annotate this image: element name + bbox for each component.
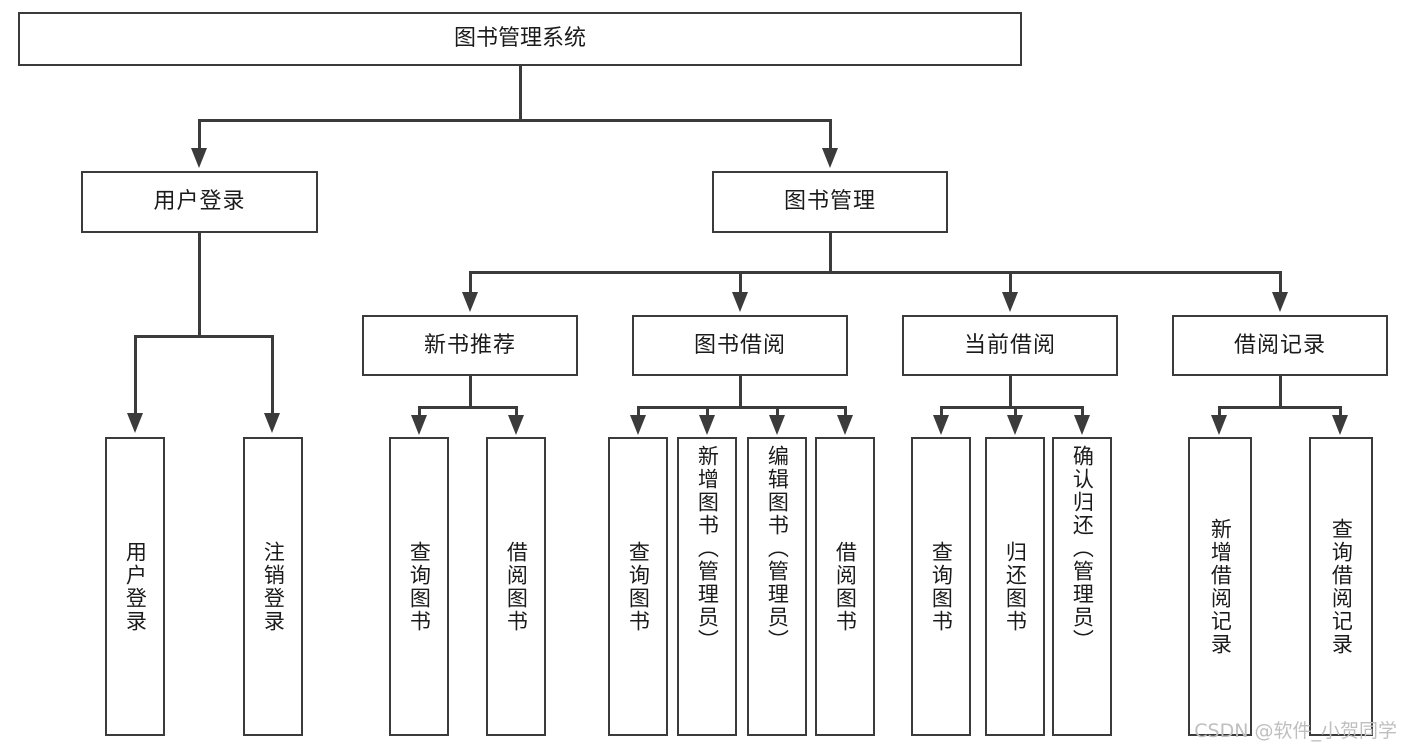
node-book-management[interactable]: 图书管理 (712, 171, 948, 233)
node-label: 用户登录 (153, 189, 246, 215)
connector-book-management-bus (469, 271, 1281, 274)
arrowhead-leaf-confirm-return (1074, 415, 1090, 435)
connector-to-leaf-return-book (1014, 406, 1017, 418)
node-label: 借阅记录 (1233, 332, 1326, 358)
node-leaf-query-borrow-record[interactable]: 查询借阅记录 (1309, 437, 1373, 736)
connector-book-borrow-stem (739, 376, 742, 408)
arrowhead-book-borrow (732, 292, 748, 312)
arrowhead-current-borrow (1002, 292, 1018, 312)
arrowhead-leaf-query-book-2 (630, 415, 646, 435)
arrowhead-leaf-user-logout (264, 413, 280, 433)
connector-to-leaf-edit-book (776, 406, 779, 418)
connector-user-login-stem (198, 233, 201, 337)
connector-to-leaf-add-record (1218, 406, 1221, 418)
node-label: 图书管理 (783, 189, 876, 215)
connector-to-leaf-user-login (134, 335, 137, 415)
node-label: 新增图书（管理员） (695, 445, 720, 652)
connector-to-book-borrow (739, 271, 742, 294)
arrowhead-new-book-recommend (462, 292, 478, 312)
connector-to-leaf-confirm-return (1081, 406, 1084, 418)
node-leaf-query-book-borrow[interactable]: 查询图书 (608, 437, 668, 736)
connector-to-leaf-query-book-1 (418, 406, 421, 418)
connector-to-leaf-borrow-book-1 (515, 406, 518, 418)
node-label: 查询图书 (407, 540, 432, 633)
connector-book-management-stem (829, 233, 832, 273)
node-new-book-recommend[interactable]: 新书推荐 (362, 315, 578, 376)
connector-to-leaf-query-record (1339, 406, 1342, 418)
node-leaf-edit-book-admin[interactable]: 编辑图书（管理员） (747, 437, 807, 736)
arrowhead-leaf-borrow-book-2 (837, 415, 853, 435)
node-label: 用户登录 (123, 540, 148, 633)
node-label: 确认归还（管理员） (1070, 445, 1095, 652)
connector-to-leaf-borrow-book-2 (844, 406, 847, 418)
node-label: 图书管理系统 (453, 26, 586, 52)
node-leaf-query-book-current[interactable]: 查询图书 (911, 437, 971, 736)
connector-user-login-bus (134, 335, 273, 338)
connector-to-borrow-record (1279, 271, 1282, 294)
connector-current-borrow-bus (940, 406, 1082, 409)
connector-borrow-record-stem (1279, 376, 1282, 408)
node-leaf-user-login[interactable]: 用户登录 (105, 437, 165, 736)
node-label: 注销登录 (261, 540, 286, 633)
node-book-borrow[interactable]: 图书借阅 (632, 315, 848, 376)
node-label: 新增借阅记录 (1208, 517, 1233, 656)
connector-to-new-book-recommend (469, 271, 472, 294)
node-label: 查询图书 (626, 540, 651, 633)
connector-to-user-login (198, 119, 201, 151)
node-leaf-query-book-recommend[interactable]: 查询图书 (389, 437, 449, 736)
connector-book-borrow-bus (637, 406, 845, 409)
arrowhead-leaf-edit-book (769, 415, 785, 435)
connector-new-book-recommend-stem (469, 376, 472, 408)
connector-to-leaf-add-book (706, 406, 709, 418)
arrowhead-leaf-borrow-book-1 (508, 415, 524, 435)
arrowhead-leaf-query-book-1 (411, 415, 427, 435)
arrowhead-leaf-return-book (1007, 415, 1023, 435)
node-label: 图书借阅 (693, 332, 786, 358)
node-leaf-add-borrow-record[interactable]: 新增借阅记录 (1188, 437, 1252, 736)
node-book-management-system[interactable]: 图书管理系统 (18, 12, 1022, 66)
node-user-login[interactable]: 用户登录 (81, 171, 318, 233)
arrowhead-user-login (191, 148, 207, 168)
arrowhead-leaf-query-record (1332, 415, 1348, 435)
arrowhead-borrow-record (1272, 292, 1288, 312)
node-leaf-add-book-admin[interactable]: 新增图书（管理员） (677, 437, 737, 736)
node-leaf-borrow-book-recommend[interactable]: 借阅图书 (486, 437, 546, 736)
node-label: 当前借阅 (963, 332, 1056, 358)
node-leaf-return-book[interactable]: 归还图书 (985, 437, 1045, 736)
node-label: 借阅图书 (833, 540, 858, 633)
node-borrow-record[interactable]: 借阅记录 (1172, 315, 1388, 376)
connector-to-current-borrow (1009, 271, 1012, 294)
node-label: 新书推荐 (423, 332, 516, 358)
node-leaf-user-logout[interactable]: 注销登录 (243, 437, 303, 736)
node-label: 查询图书 (929, 540, 954, 633)
arrowhead-leaf-add-book (699, 415, 715, 435)
node-leaf-confirm-return-admin[interactable]: 确认归还（管理员） (1052, 437, 1112, 736)
arrowhead-book-management (822, 148, 838, 168)
connector-new-book-recommend-bus (418, 406, 518, 409)
connector-root-bus (198, 119, 832, 122)
connector-to-leaf-query-book-2 (637, 406, 640, 418)
connector-to-leaf-user-logout (271, 335, 274, 415)
node-leaf-borrow-book[interactable]: 借阅图书 (815, 437, 875, 736)
node-label: 借阅图书 (504, 540, 529, 633)
arrowhead-leaf-query-book-3 (933, 415, 949, 435)
node-current-borrow[interactable]: 当前借阅 (902, 315, 1118, 376)
connector-borrow-record-bus (1218, 406, 1342, 409)
node-label: 归还图书 (1003, 540, 1028, 633)
arrowhead-leaf-add-record (1211, 415, 1227, 435)
connector-to-book-management (829, 119, 832, 151)
node-label: 编辑图书（管理员） (765, 445, 790, 652)
connector-to-leaf-query-book-3 (940, 406, 943, 418)
connector-root-stem (519, 66, 522, 122)
arrowhead-leaf-user-login (127, 413, 143, 433)
connector-current-borrow-stem (1009, 376, 1012, 408)
node-label: 查询借阅记录 (1329, 517, 1354, 656)
